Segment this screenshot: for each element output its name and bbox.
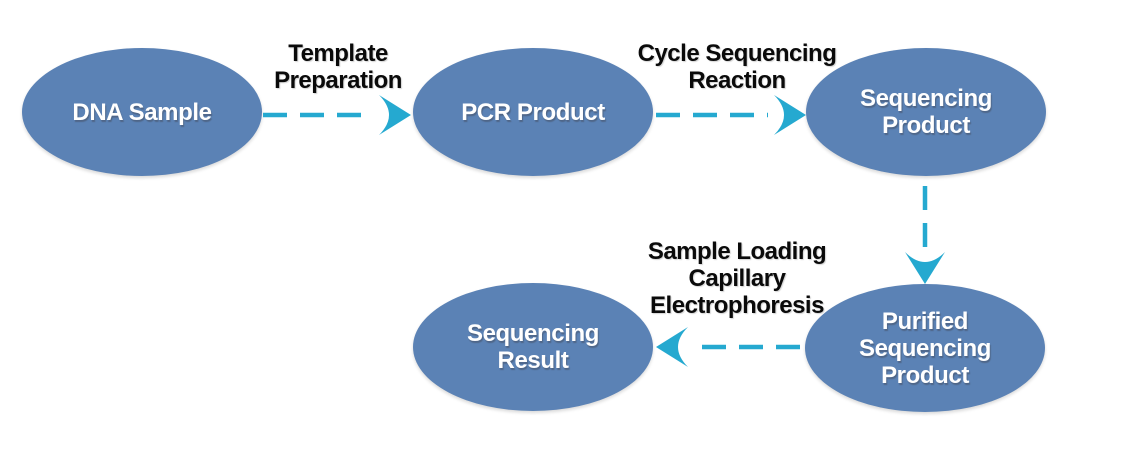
node-sequencing-product-label: Sequencing Product bbox=[859, 85, 993, 139]
node-dna-sample: DNA Sample bbox=[22, 48, 262, 176]
arrowhead-right-icon bbox=[379, 95, 411, 135]
node-pcr-product: PCR Product bbox=[413, 48, 653, 176]
node-purified-sequencing-product-label: Purified Sequencing Product bbox=[858, 307, 992, 389]
edge-label-cycle-sequencing-reaction: Cycle Sequencing Reaction bbox=[637, 40, 837, 94]
node-sequencing-result-label: Sequencing Result bbox=[466, 320, 600, 374]
arrow-dna-sample-to-pcr-product bbox=[263, 95, 411, 135]
node-pcr-product-label: PCR Product bbox=[461, 98, 605, 126]
arrowhead-down-icon bbox=[905, 252, 945, 284]
arrow-purified-product-to-sequencing-result bbox=[656, 327, 800, 367]
node-dna-sample-label: DNA Sample bbox=[72, 98, 212, 126]
arrowhead-left-icon bbox=[656, 327, 688, 367]
arrowhead-right-icon bbox=[774, 95, 806, 135]
edge-label-sample-loading-capillary-electrophoresis: Sample Loading Capillary Electrophoresis bbox=[647, 238, 827, 319]
edge-label-template-preparation: Template Preparation bbox=[274, 40, 402, 94]
arrow-pcr-product-to-sequencing-product bbox=[656, 95, 806, 135]
node-purified-sequencing-product: Purified Sequencing Product bbox=[805, 284, 1045, 412]
node-sequencing-product: Sequencing Product bbox=[806, 48, 1046, 176]
node-sequencing-result: Sequencing Result bbox=[413, 283, 653, 411]
arrow-sequencing-product-to-purified-product bbox=[905, 186, 945, 284]
